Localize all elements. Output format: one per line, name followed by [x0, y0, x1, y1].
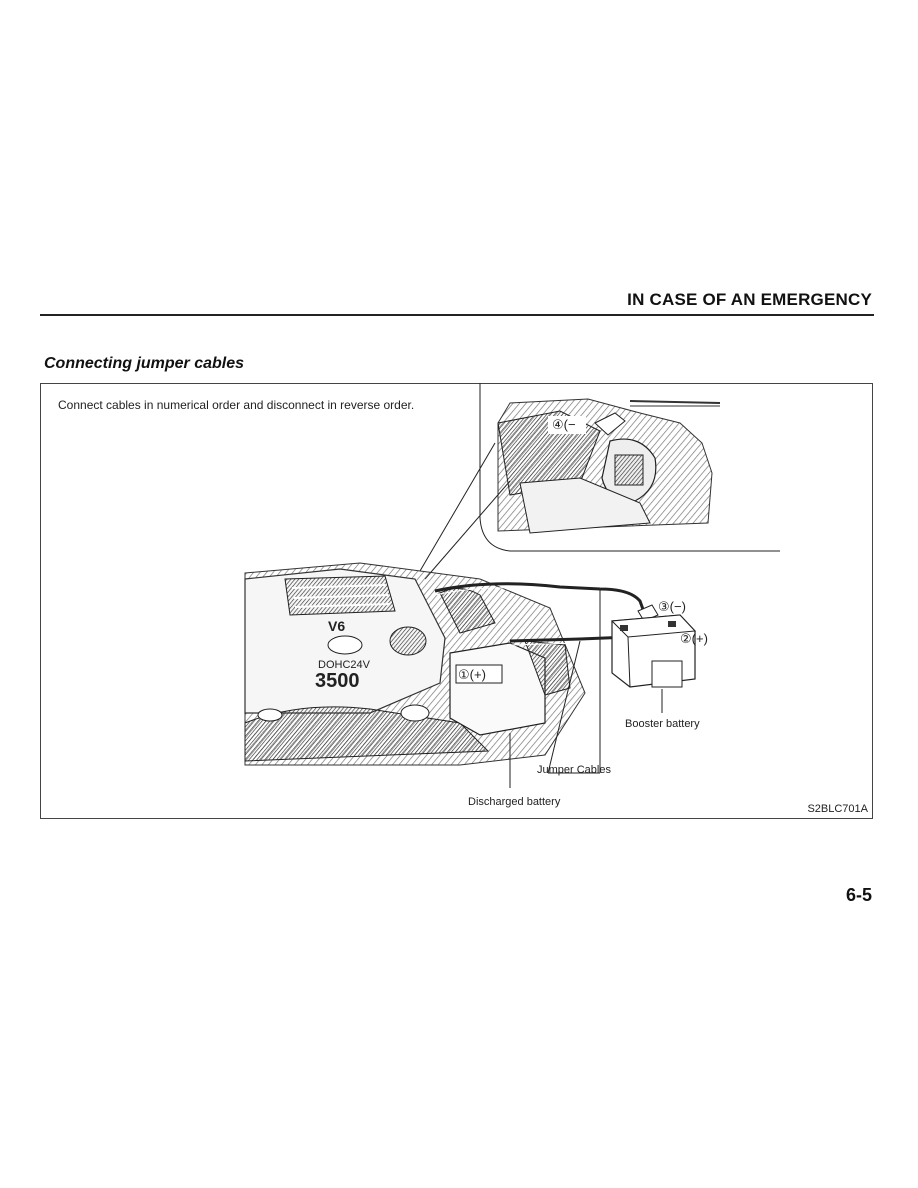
label-discharged-battery: Discharged battery: [468, 796, 561, 808]
engine-badge: V6: [328, 618, 345, 634]
figure-instruction: Connect cables in numerical order and di…: [58, 398, 415, 412]
inset-detail: ④(−: [479, 383, 780, 552]
callout-3: ③(−): [658, 599, 686, 614]
label-jumper-cables: Jumper Cables: [537, 764, 611, 776]
label-booster-battery: Booster battery: [625, 718, 700, 730]
engine-bay: V6 DOHC24V 3500 ①(+): [244, 562, 586, 766]
callout-1: ①(+): [458, 667, 486, 682]
engine-label-dohc: DOHC24V: [318, 659, 371, 671]
header-rule: [40, 314, 874, 316]
figure-code: S2BLC701A: [807, 803, 868, 815]
figure-frame: [40, 383, 873, 819]
section-title: Connecting jumper cables: [44, 355, 245, 372]
booster-battery: ③(−) ②(+): [610, 599, 708, 688]
callout-4: ④(−: [552, 417, 576, 432]
chapter-title: IN CASE OF AN EMERGENCY: [627, 290, 872, 309]
engine-label-displacement: 3500: [315, 670, 360, 692]
callout-2: ②(+): [680, 631, 708, 646]
jumper-cable-illustration: ④(− V6 DOHC24V 3500 ①(+): [244, 383, 780, 808]
page-number: 6-5: [845, 885, 872, 905]
